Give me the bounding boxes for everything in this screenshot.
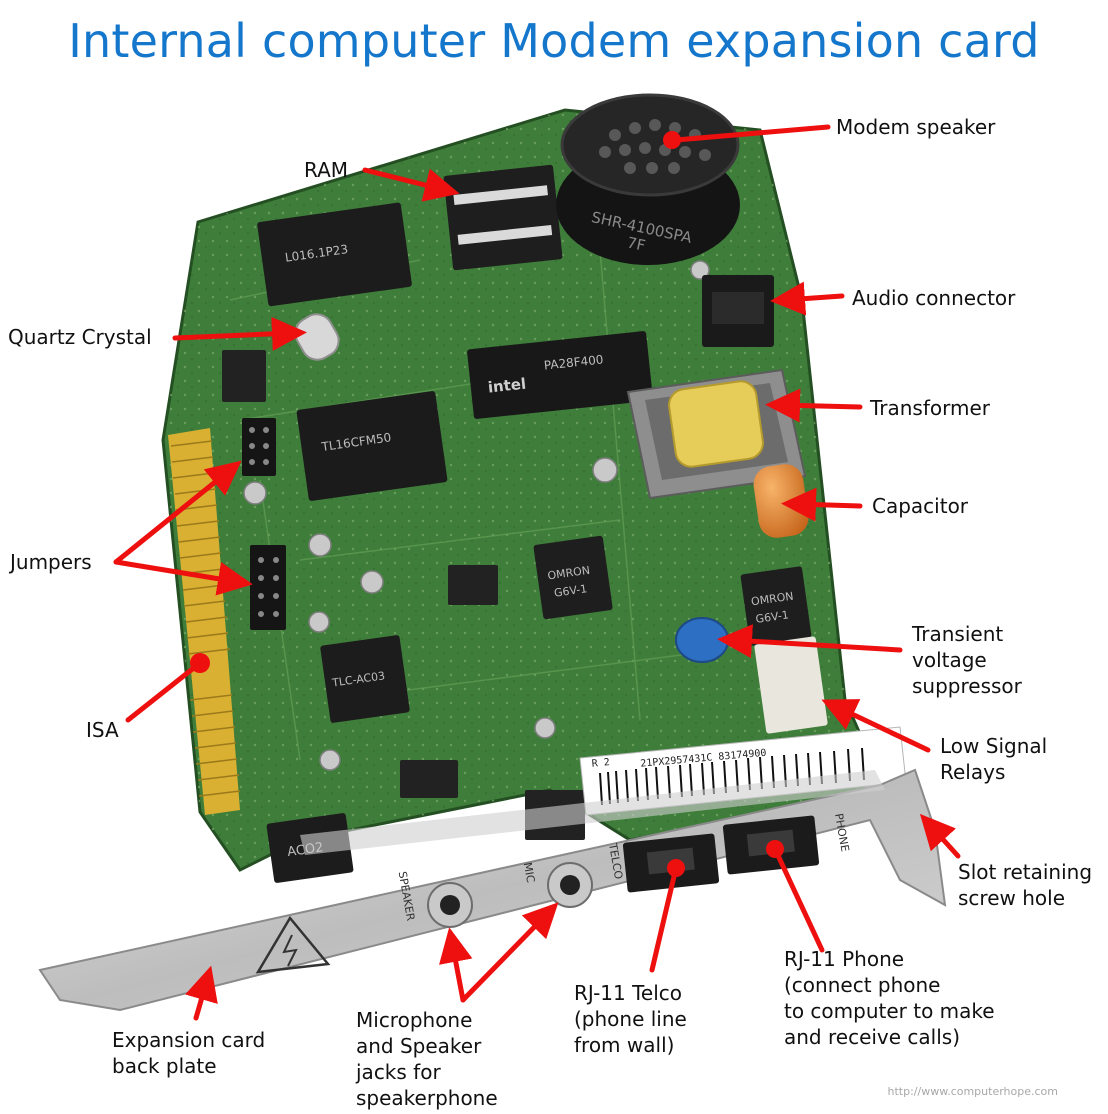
arrow-telco xyxy=(649,865,679,973)
jumper-block-2 xyxy=(250,545,286,630)
arrow-capacitor xyxy=(781,487,863,522)
arrow-modem-speaker xyxy=(673,124,831,143)
arrow-back-plate xyxy=(185,965,218,1021)
arrow-jumpers-2 xyxy=(113,559,253,596)
label-transformer: Transformer xyxy=(870,396,991,420)
arrow-jacks-mic xyxy=(460,902,559,1003)
relay-2: OMRON G6V-1 xyxy=(740,566,812,646)
label-audio-connector: Audio connector xyxy=(852,286,1016,310)
arrow-low-signal-relays xyxy=(821,699,931,753)
svg-text:intel: intel xyxy=(487,375,527,397)
svg-text:7F: 7F xyxy=(625,233,647,254)
transformer xyxy=(626,368,807,500)
dot-modem-speaker xyxy=(663,131,681,149)
svg-text:R 2: R 2 xyxy=(591,757,610,770)
chip-tl16: TL16CFM50 xyxy=(296,391,448,501)
small-capacitors xyxy=(243,260,710,771)
label-modem-speaker: Modem speaker xyxy=(836,115,996,139)
arrow-jacks-speaker xyxy=(439,927,473,1003)
ram-chip xyxy=(443,164,563,271)
svg-text:PA28F400: PA28F400 xyxy=(543,352,604,372)
svg-text:G6V-1: G6V-1 xyxy=(553,582,588,600)
chip-tlc: TLC-AC03 xyxy=(320,635,410,723)
pointer-arrows xyxy=(113,124,961,1021)
svg-text:G6V-1: G6V-1 xyxy=(755,608,790,626)
arrow-phone xyxy=(772,846,825,953)
label-isa: ISA xyxy=(86,718,119,742)
modem-speaker: SHR-4100SPA 7F xyxy=(556,93,740,265)
arrow-transformer xyxy=(765,388,863,423)
svg-text:OMRON: OMRON xyxy=(547,564,591,583)
page-title: Internal computer Modem expansion card xyxy=(68,14,1040,68)
arrow-isa xyxy=(125,660,203,723)
intel-flash-chip: intel PA28F400 xyxy=(467,331,653,419)
source-credit: http://www.computerhope.com xyxy=(887,1085,1058,1098)
chip-lu: L016.1P23 xyxy=(257,202,412,307)
audio-connector xyxy=(702,275,774,347)
arrow-slot-screw-hole xyxy=(919,813,961,859)
arrow-ram xyxy=(362,167,460,202)
svg-text:OMRON: OMRON xyxy=(750,590,794,609)
jumper-block-1 xyxy=(242,418,276,476)
isa-edge-connector xyxy=(168,428,241,815)
expansion-back-plate xyxy=(38,768,947,1012)
low-signal-relays xyxy=(754,636,828,734)
arrow-tvs xyxy=(717,624,903,659)
transient-voltage-suppressor xyxy=(675,617,729,663)
svg-text:MIC: MIC xyxy=(521,861,537,884)
label-capacitor: Capacitor xyxy=(872,494,969,518)
arrow-quartz-crystal xyxy=(172,316,307,351)
mic-jack: MIC TELCO xyxy=(521,841,625,908)
label-ram: RAM xyxy=(304,158,349,182)
arrow-audio-connector xyxy=(770,281,845,316)
svg-text:TELCO: TELCO xyxy=(606,841,625,880)
relay-1: OMRON G6V-1 xyxy=(533,535,613,620)
label-jumpers: Jumpers xyxy=(10,550,92,574)
arrow-jumpers-1 xyxy=(113,460,242,565)
label-quartz-crystal: Quartz Crystal xyxy=(8,325,152,349)
